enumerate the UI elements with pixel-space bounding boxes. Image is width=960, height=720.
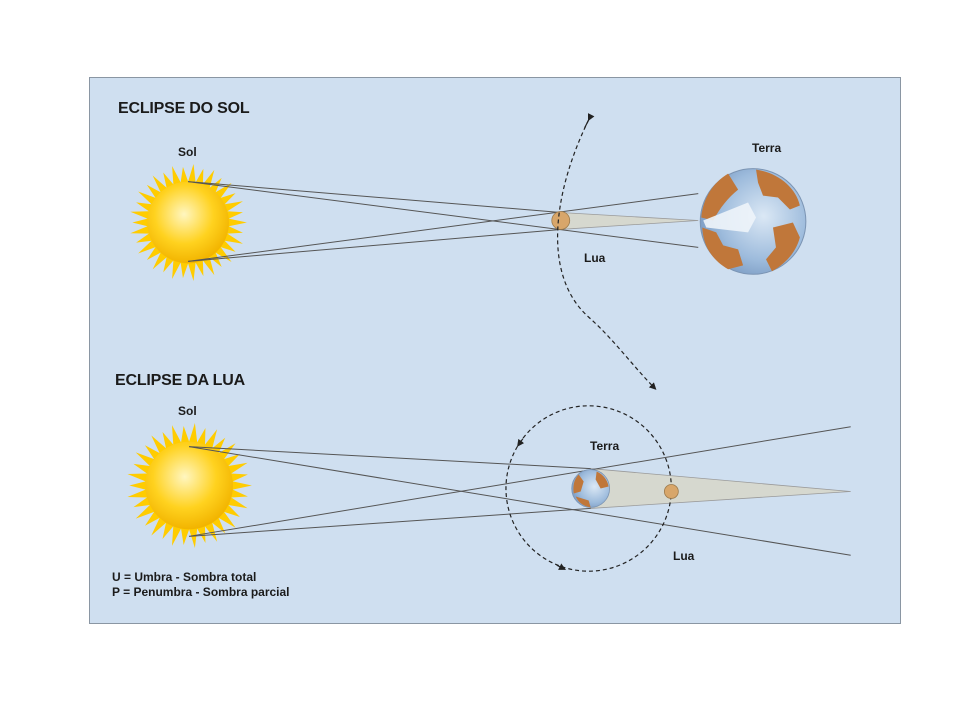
solar-eclipse-section [130,113,807,390]
lunar-sun-label: Sol [178,404,197,418]
diagram-canvas [127,113,851,572]
lunar-moon-label: Lua [673,549,695,563]
solar-earth-label: Terra [752,141,782,155]
moon-orbit-arc [557,119,657,390]
lunar-eclipse-title: ECLIPSE DA LUA [115,372,245,389]
sun-icon [127,423,252,548]
sun-icon [130,163,247,281]
solar-eclipse-title: ECLIPSE DO SOL [118,100,250,117]
legend-umbra: U = Umbra - Sombra total [112,570,257,584]
lunar-earth-label: Terra [590,439,620,453]
earth-icon [571,469,610,508]
solar-sun-label: Sol [178,145,197,159]
moon-icon [663,484,679,499]
moon-icon [551,211,571,230]
solar-moon-label: Lua [584,251,606,265]
legend-penumbra: P = Penumbra - Sombra parcial [112,585,290,599]
moon-shadow-cone [560,212,699,230]
lunar-rays [189,426,851,556]
legend: U = Umbra - Sombra total P = Penumbra - … [112,570,290,600]
eclipse-diagram: ECLIPSE DO SOL Sol Terra Lua ECLIPSE DA … [89,77,901,624]
solar-rays [188,181,699,262]
earth-shadow-cone [590,468,851,509]
earth-icon [699,168,807,275]
lunar-eclipse-section [127,405,851,572]
